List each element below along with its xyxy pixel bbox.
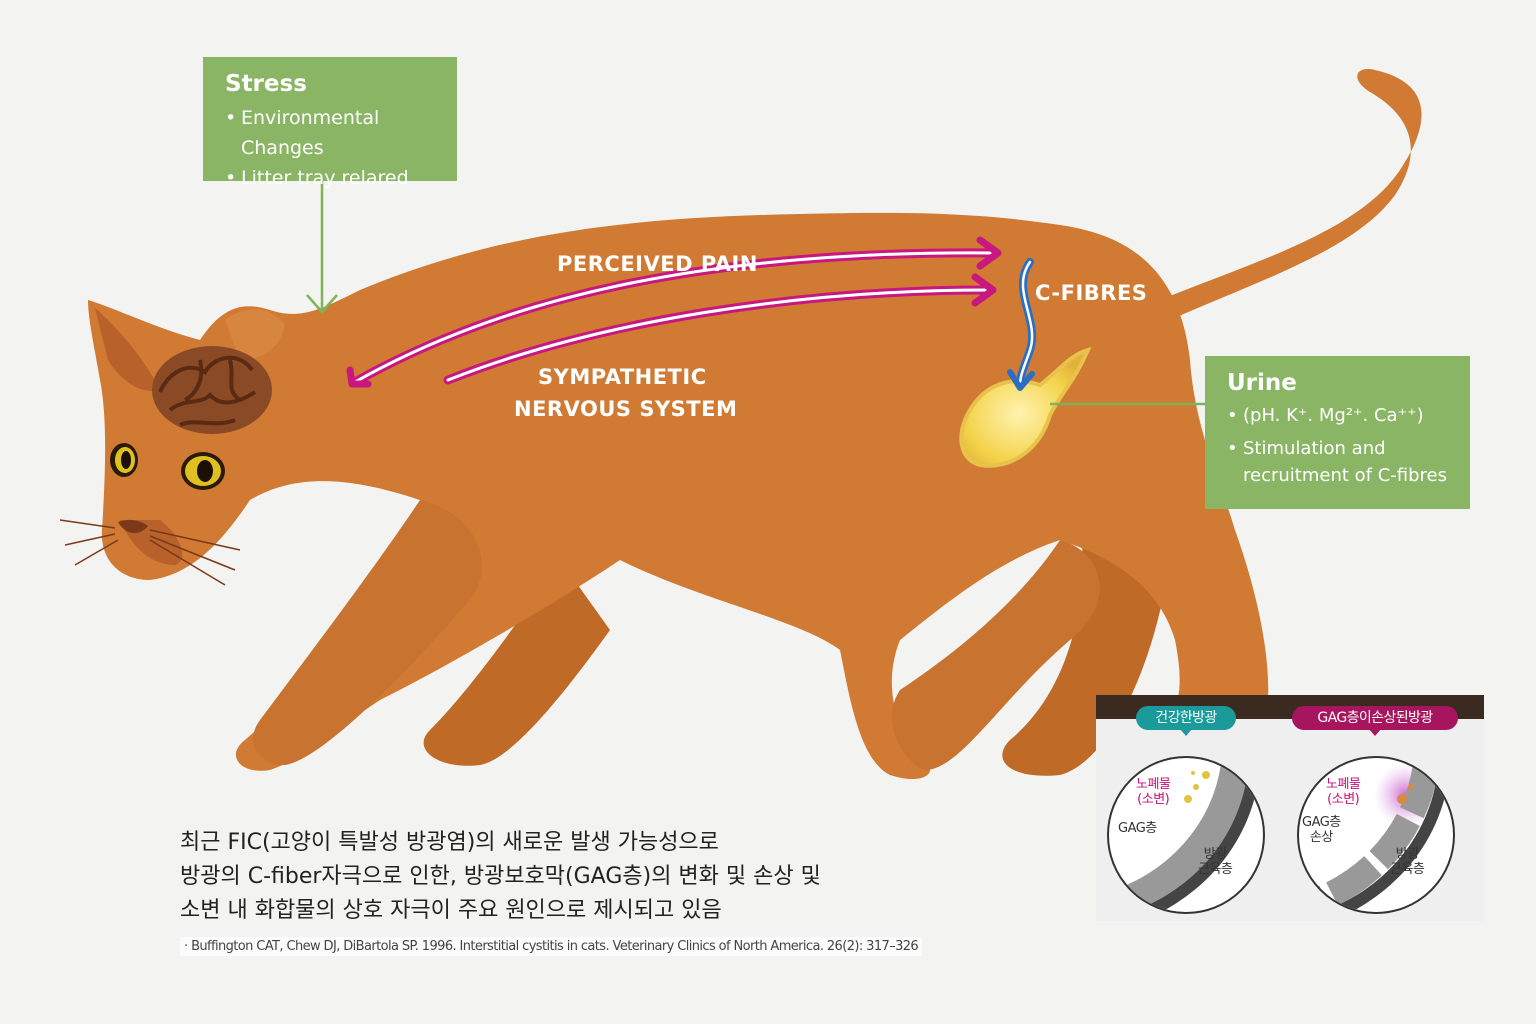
damaged-waste-line1: 노폐물	[1326, 777, 1361, 792]
damaged-gag-line2: 손상	[1309, 830, 1333, 845]
stress-title: Stress	[225, 71, 307, 97]
caption-line3: 소변 내 화합물의 상호 자극이 주요 원인으로 제시되고 있음	[180, 898, 722, 923]
c-fibres-label: C-FIBRES	[1035, 281, 1148, 305]
healthy-gag-label: GAG층	[1118, 821, 1157, 836]
perceived-pain-label: PERCEIVED PAIN	[557, 252, 758, 276]
cat-inner-ear	[95, 308, 160, 391]
cat-nose	[118, 519, 148, 534]
perceived-pain-arrow	[346, 236, 1002, 388]
caption-line1: 최근 FIC(고양이 특발성 방광염)의 새로운 발생 가능성으로	[180, 830, 719, 855]
damaged-waste-line2: (소변)	[1327, 792, 1360, 807]
cat-eye-right	[181, 452, 225, 490]
damaged-gag-line1: GAG층	[1302, 815, 1341, 830]
damaged-title-pointer	[1369, 729, 1381, 736]
cat-eye-left	[110, 443, 138, 477]
urine-stimulation-line1: Stimulation and	[1243, 438, 1386, 459]
stress-item-litter: Litter tray relared	[225, 163, 443, 193]
damaged-muscle-line2: 근육층	[1390, 862, 1425, 877]
urine-stimulation-line2: recruitment of C-fibres	[1243, 465, 1447, 486]
urine-title: Urine	[1227, 370, 1297, 396]
cat-ear-right	[225, 309, 285, 360]
damaged-bladder-title: GAG층이손상된방광	[1292, 706, 1458, 730]
cat-far-legs	[423, 520, 1170, 776]
brain-icon	[152, 346, 272, 434]
sympathetic-arrow	[443, 273, 997, 385]
urine-box: Urine (pH. K⁺. Mg²⁺. Ca⁺⁺) Stimulation a…	[1205, 356, 1470, 509]
cat-whiskers	[59, 519, 241, 586]
cat-back-leg	[891, 540, 1100, 770]
cat-front-leg	[253, 500, 482, 765]
healthy-waste-label: 노폐물 (소변)	[1136, 777, 1171, 807]
cat-tail	[1160, 69, 1422, 320]
urine-item-stimulation: Stimulation and recruitment of C-fibres	[1227, 435, 1458, 489]
healthy-bladder-title: 건강한방광	[1136, 706, 1236, 730]
stress-list: Environmental Changes Litter tray relare…	[225, 103, 443, 193]
damaged-muscle-line1: 방광	[1395, 847, 1419, 862]
healthy-muscle-line2: 근육층	[1198, 862, 1233, 877]
stress-item-environmental: Environmental Changes	[225, 103, 443, 163]
damaged-waste-label: 노폐물 (소변)	[1326, 777, 1361, 807]
sympathetic-label-line1: SYMPATHETIC	[538, 365, 707, 389]
bladder-icon	[959, 346, 1092, 468]
healthy-muscle-line1: 방광	[1203, 847, 1227, 862]
urine-item-ions: (pH. K⁺. Mg²⁺. Ca⁺⁺)	[1227, 402, 1458, 429]
stress-connector	[306, 181, 338, 314]
inset-circles	[1107, 756, 1455, 914]
sympathetic-label-line2: NERVOUS SYSTEM	[514, 397, 738, 421]
reference-citation: · Buffington CAT, Chew DJ, DiBartola SP.…	[180, 937, 923, 956]
urine-list: (pH. K⁺. Mg²⁺. Ca⁺⁺) Stimulation and rec…	[1227, 402, 1458, 489]
healthy-bladder-circle	[1107, 756, 1265, 914]
caption-line2: 방광의 C-fiber자극으로 인한, 방광보호막(GAG층)의 변화 및 손상…	[180, 864, 821, 889]
healthy-title-pointer	[1180, 729, 1192, 736]
caption: 최근 FIC(고양이 특발성 방광염)의 새로운 발생 가능성으로 방광의 C-…	[180, 826, 940, 928]
stress-box: Stress Environmental Changes Litter tray…	[203, 57, 457, 193]
bladder-comparison-inset: 건강한방광 GAG층이손상된방광	[1096, 695, 1484, 921]
c-fibre-arrow	[1007, 258, 1037, 391]
damaged-muscle-label: 방광 근육층	[1390, 847, 1425, 877]
damaged-gag-label: GAG층 손상	[1302, 815, 1341, 845]
healthy-muscle-label: 방광 근육층	[1198, 847, 1233, 877]
healthy-waste-line1: 노폐물	[1136, 777, 1171, 792]
healthy-waste-line2: (소변)	[1137, 792, 1170, 807]
